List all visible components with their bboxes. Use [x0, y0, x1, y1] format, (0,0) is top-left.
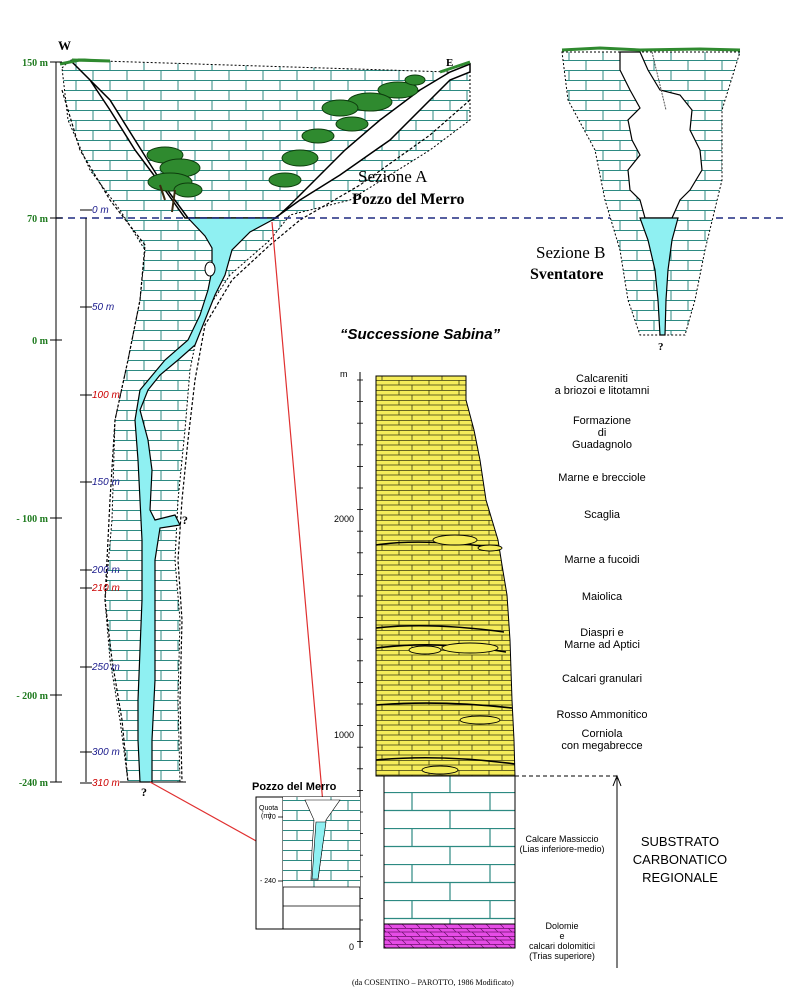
- formation-label: di: [598, 427, 607, 439]
- stratigraphic-column: m 2000 1000 0: [334, 369, 620, 952]
- depth-label: 100 m: [92, 390, 120, 401]
- succession-title: “Successione Sabina”: [340, 326, 501, 343]
- compass-east: E: [446, 57, 453, 69]
- substrate-arrow-head: [612, 774, 622, 787]
- formation-label: Dolomie: [545, 921, 578, 931]
- formation-label: (Lias inferiore-medio): [519, 844, 604, 854]
- section-a-cross-section: [56, 58, 785, 863]
- section-b-label: Sezione B: [536, 243, 605, 262]
- depth-label: 250 m: [91, 662, 120, 673]
- shaft-water-b: [639, 217, 679, 336]
- formation-label: Calcare Massiccio: [525, 834, 598, 844]
- rock-outline-right: [177, 99, 471, 783]
- depth-label: 310 m: [92, 778, 120, 789]
- grass-a-right: [439, 60, 471, 74]
- inset-quota-label: Quota: [259, 805, 278, 812]
- unknown-mark: ?: [658, 341, 664, 353]
- section-a-name: Pozzo del Merro: [352, 191, 465, 208]
- elevation-label: 150 m: [22, 58, 49, 69]
- red-line-top: [271, 221, 327, 839]
- calcare-massiccio-block: [383, 775, 516, 925]
- formation-label: Guadagnolo: [572, 439, 632, 451]
- formation-label: Marne e brecciole: [558, 472, 645, 484]
- formation-label: Calcari granulari: [562, 673, 642, 685]
- section-b-name: Sventatore: [530, 266, 603, 283]
- column-axis-tick: 0: [349, 942, 354, 952]
- unknown-mark: ?: [182, 513, 188, 527]
- inset-diagram: Pozzo del Merro Quota (m) 70 - 240: [252, 781, 361, 930]
- rock-outline-left: [61, 89, 146, 783]
- formation-label: e: [559, 931, 564, 941]
- formation-label: Diaspri e: [580, 627, 623, 639]
- inset-tick-240: - 240: [260, 878, 276, 885]
- substrate-label: REGIONALE: [642, 870, 718, 885]
- formation-label: Scaglia: [584, 509, 621, 521]
- column-axis-unit: m: [340, 369, 348, 379]
- unknown-mark: ?: [141, 785, 147, 799]
- inset-title: Pozzo del Merro: [252, 781, 337, 793]
- substrate-label: SUBSTRATO: [641, 834, 719, 849]
- formation-label: Marne ad Aptici: [564, 639, 640, 651]
- dolomite-block: [383, 923, 516, 949]
- trees-right: [268, 74, 426, 188]
- formation-label: Formazione: [573, 415, 631, 427]
- elevation-label: - 100 m: [16, 514, 48, 525]
- depth-label: 210 m: [91, 583, 120, 594]
- elevation-label: -240 m: [19, 778, 49, 789]
- substrate-label: CARBONATICO: [633, 852, 727, 867]
- small-cavity: [204, 261, 216, 277]
- column-axis-tick: 1000: [334, 730, 354, 740]
- depth-label: 200 m: [91, 565, 120, 576]
- elevation-label: 0 m: [32, 336, 49, 347]
- formation-label: Rosso Ammonitico: [556, 709, 647, 721]
- column-axis-tick: 2000: [334, 514, 354, 524]
- formation-label: calcari dolomitici: [529, 941, 595, 951]
- source-credit: (da COSENTINO – PAROTTO, 1986 Modificato…: [352, 978, 514, 987]
- section-a-label: Sezione A: [358, 167, 428, 186]
- depth-label: 300 m: [92, 747, 120, 758]
- formation-label: con megabrecce: [561, 740, 642, 752]
- formation-label: Calcareniti: [576, 373, 628, 385]
- shaft-water: [134, 217, 277, 783]
- grass-a: [59, 58, 111, 66]
- sabina-sequence: [375, 375, 516, 777]
- depth-label: 50 m: [92, 302, 114, 313]
- elevation-label: 70 m: [27, 214, 49, 225]
- inset-quota-unit: (m): [261, 813, 272, 820]
- depth-label: 150 m: [92, 477, 120, 488]
- formation-label: (Trias superiore): [529, 951, 595, 961]
- grass-b: [561, 46, 741, 52]
- formation-label: a briozoi e litotamni: [555, 385, 650, 397]
- rope-b: [651, 51, 667, 111]
- inset-tick-70: 70: [268, 814, 276, 821]
- compass-west: W: [58, 38, 71, 53]
- elevation-label: - 200 m: [16, 691, 48, 702]
- depth-label: 0 m: [92, 205, 109, 216]
- trees-left: [146, 146, 203, 213]
- depth-scale: 0 m 50 m 100 m 150 m 200 m 210 m 250 m 300 m 310…: [80, 205, 120, 789]
- formation-label: Corniola: [582, 728, 624, 740]
- elevation-axis: 150 m 70 m 0 m - 100 m - 200 m -240 m: [16, 58, 62, 789]
- formation-label: Marne a fucoidi: [564, 554, 639, 566]
- rock-mass-a: [61, 59, 471, 783]
- formation-label: Maiolica: [582, 591, 623, 603]
- section-b-cross-section: [561, 46, 741, 336]
